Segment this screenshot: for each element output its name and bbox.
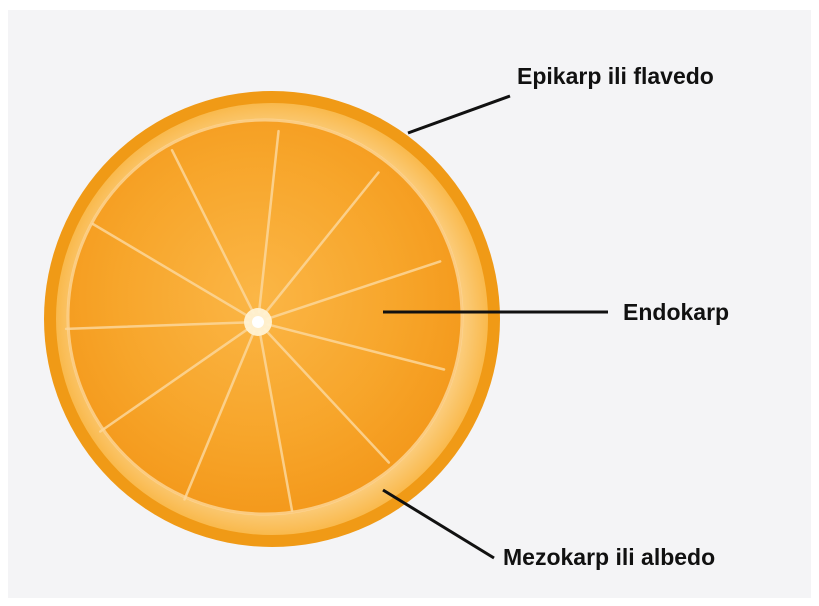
label-epikarp: Epikarp ili flavedo bbox=[517, 65, 714, 88]
label-mezokarp: Mezokarp ili albedo bbox=[503, 546, 715, 569]
orange-slice bbox=[44, 91, 500, 547]
leader-line-epikarp bbox=[408, 96, 510, 133]
label-endokarp: Endokarp bbox=[623, 301, 729, 324]
core-center bbox=[252, 316, 264, 328]
leader-line-mezokarp bbox=[383, 490, 494, 558]
